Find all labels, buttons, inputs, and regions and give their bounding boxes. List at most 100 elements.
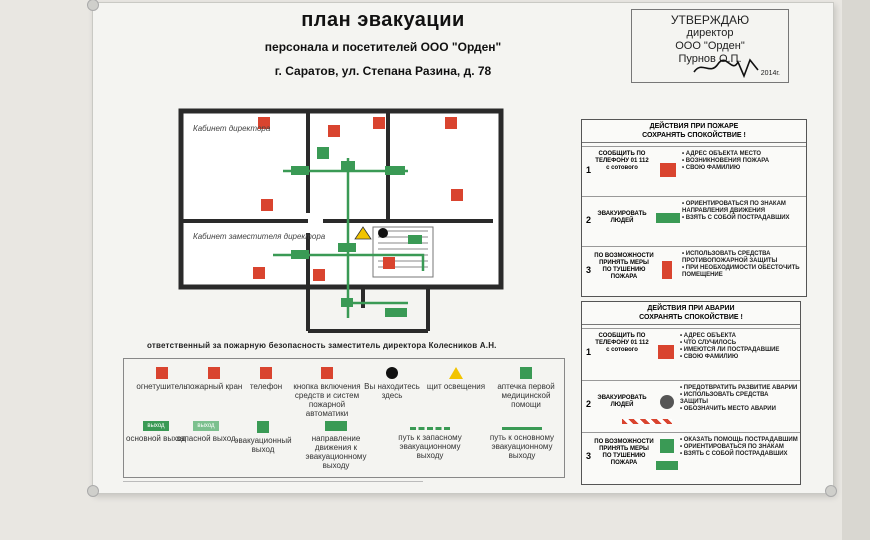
row-number: 3 <box>586 451 592 461</box>
evacuation-plan-poster: план эвакуации персонала и посетителей О… <box>87 0 837 497</box>
row-steps: • АДРЕС ОБЪЕКТА МЕСТО • ВОЗНИКНОВЕНИЯ ПО… <box>682 151 802 172</box>
fire-row: 3 ПО ВОЗМОЖНОСТИ ПРИНЯТЬ МЕРЫ ПО ТУШЕНИЮ… <box>582 246 806 297</box>
fire-extinguisher-icon <box>662 261 672 279</box>
main-exit-icon: выход <box>143 421 169 431</box>
approval-position: директор <box>686 27 734 39</box>
you-are-here-icon <box>386 367 398 379</box>
fire-extinguisher-icon <box>156 367 168 379</box>
row-steps: • ОКАЗАТЬ ПОМОЩЬ ПОСТРАДАВШИМ • ОРИЕНТИР… <box>680 437 798 458</box>
step: • ВЗЯТЬ С СОБОЙ ПОСТРАДАВШИХ <box>682 215 790 221</box>
legend-label: кнопка включения средств и систем пожарн… <box>293 382 361 418</box>
evac-exit-icon <box>257 421 269 433</box>
stairs <box>372 226 434 278</box>
fire-actions-title: ДЕЙСТВИЯ ПРИ ПОЖАРЕ СОХРАНЯТЬ СПОКОЙСТВИ… <box>582 120 806 143</box>
row-steps: • АДРЕС ОБЪЕКТА • ЧТО СЛУЧИЛОСЬ • ИМЕЮТС… <box>680 333 798 361</box>
legend-fire-hose: пожарный кран <box>182 367 246 391</box>
row-action: СООБЩИТЬ ПО ТЕЛЕФОНУ 01 112 с сотового <box>595 151 649 171</box>
legend-label: запасной выход <box>176 434 236 443</box>
legend-evac-exit: эвакуационный выход <box>228 421 298 454</box>
row-steps: • ПРЕДОТВРАТИТЬ РАЗВИТИЕ АВАРИИ • ИСПОЛЬ… <box>680 385 798 413</box>
step: • ЧТО СЛУЧИЛОСЬ <box>680 340 737 346</box>
step: • ВОЗНИКНОВЕНИЯ ПОЖАРА <box>682 158 770 164</box>
step: • ИСПОЛЬЗОВАТЬ СРЕДСТВА <box>682 251 771 257</box>
step: • ИМЕЮТСЯ ЛИ ПОСТРАДАВШИЕ <box>680 347 780 353</box>
reserve-exit-icon: выход <box>193 421 219 431</box>
exit-sign-markers <box>291 147 422 317</box>
exit-sign-icon <box>656 461 678 470</box>
pin-icon <box>87 485 99 497</box>
row-action: ЭВАКУИРОВАТЬ ЛЮДЕЙ <box>597 211 647 224</box>
legend-reserve-exit: выход запасной выход <box>174 421 238 443</box>
legend-label: Вы находитесь здесь <box>364 382 420 400</box>
responsible-person: ответственный за пожарную безопасность з… <box>147 341 497 350</box>
room-label-deputy: Кабинет заместителя директора <box>193 232 326 241</box>
step: НАПРАВЛЕНИЯ ДВИЖЕНИЯ <box>682 208 766 214</box>
main-path-icon <box>502 427 542 430</box>
alarm-button-icon <box>321 367 333 379</box>
step: • ИСПОЛЬЗОВАТЬ СРЕДСТВА ЗАЩИТЫ <box>680 392 769 405</box>
legend: огнетушитель пожарный кран телефон кнопк… <box>123 358 565 478</box>
first-aid-icon <box>520 367 532 379</box>
step: • СВОЮ ФАМИЛИЮ <box>682 165 741 171</box>
gas-mask-icon <box>660 395 674 409</box>
step: • ОРИЕНТИРОВАТЬСЯ ПО ЗНАКАМ <box>682 201 786 207</box>
pin-icon <box>87 0 99 11</box>
fire-actions-panel: ДЕЙСТВИЯ ПРИ ПОЖАРЕ СОХРАНЯТЬ СПОКОЙСТВИ… <box>581 119 807 297</box>
legend-label: путь к основному эвакуационному выходу <box>489 433 555 460</box>
wall-edge <box>842 0 870 540</box>
accident-title: ДЕЙСТВИЯ ПРИ АВАРИИ <box>647 305 735 312</box>
you-are-here-icon <box>378 228 388 238</box>
approval-company: ООО "Орден" <box>675 40 745 52</box>
pin-icon <box>825 485 837 497</box>
legend-reserve-path: путь к запасному эвакуационному выходу <box>392 421 468 460</box>
legend-alarm-button: кнопка включения средств и систем пожарн… <box>290 367 364 418</box>
fire-equipment-markers <box>253 117 463 281</box>
plan-address: г. Саратов, ул. Степана Разина, д. 78 <box>274 64 492 78</box>
row-action: СООБЩИТЬ ПО ТЕЛЕФОНУ 01 112 с сотового <box>595 333 649 353</box>
row-number: 2 <box>586 215 592 225</box>
row-action: ЭВАКУИРОВАТЬ ЛЮДЕЙ <box>597 395 647 408</box>
legend-phone: телефон <box>234 367 298 391</box>
phone-icon <box>260 367 272 379</box>
legend-lighting-panel: щит освещения <box>424 367 488 391</box>
step: • ОРИЕНТИРОВАТЬСЯ ПО ЗНАКАМ <box>680 444 784 450</box>
title-block: план эвакуации персонала и посетителей О… <box>233 9 533 78</box>
exit-sign-icon <box>656 213 680 223</box>
step: • ВЗЯТЬ С СОБОЙ ПОСТРАДАВШИХ <box>680 451 788 457</box>
row-number: 2 <box>586 399 592 409</box>
legend-main-exit: выход основной выход <box>124 421 188 443</box>
accident-row: 1 СООБЩИТЬ ПО ТЕЛЕФОНУ 01 112 с сотового… <box>582 328 800 381</box>
step: • АДРЕС ОБЪЕКТА <box>680 333 737 339</box>
first-aid-icon <box>660 439 674 453</box>
step: • ОКАЗАТЬ ПОМОЩЬ ПОСТРАДАВШИМ <box>680 437 798 443</box>
legend-label: телефон <box>249 382 283 391</box>
plan-title: план эвакуации <box>301 9 465 31</box>
step: • ОБОЗНАЧИТЬ МЕСТО АВАРИИ <box>680 406 776 412</box>
legend-label: путь к запасному эвакуационному выходу <box>398 433 462 460</box>
legend-label: эвакуационный выход <box>234 436 292 454</box>
fire-hose-icon <box>208 367 220 379</box>
hazard-tape-icon <box>622 419 672 424</box>
legend-first-aid: аптечка первой медицинской помощи <box>490 367 562 409</box>
phone-icon <box>658 345 674 359</box>
row-steps: • ИСПОЛЬЗОВАТЬ СРЕДСТВА ПРОТИВОПОЖАРНОЙ … <box>682 251 802 279</box>
fire-title: ДЕЙСТВИЯ ПРИ ПОЖАРЕ <box>649 123 739 130</box>
legend-you-are-here: Вы находитесь здесь <box>360 367 424 400</box>
phone-icon <box>660 163 676 177</box>
accident-row: 2 ЭВАКУИРОВАТЬ ЛЮДЕЙ • ПРЕДОТВРАТИТЬ РАЗ… <box>582 380 800 433</box>
signature-icon <box>693 58 759 78</box>
footer-rule <box>123 481 423 482</box>
approval-stamp: УТВЕРЖДАЮ директор ООО "Орден" Пурнов О.… <box>631 9 789 83</box>
accident-actions-title: ДЕЙСТВИЯ ПРИ АВАРИИ СОХРАНЯТЬ СПОКОЙСТВИ… <box>582 302 800 325</box>
legend-label: огнетушитель <box>136 382 188 391</box>
legend-label: щит освещения <box>426 382 486 391</box>
row-number: 1 <box>586 347 592 357</box>
row-action: ПО ВОЗМОЖНОСТИ ПРИНЯТЬ МЕРЫ ПО ТУШЕНИЮ П… <box>594 439 654 466</box>
step: • СВОЮ ФАМИЛИЮ <box>680 354 739 360</box>
step: • АДРЕС ОБЪЕКТА МЕСТО <box>682 151 762 157</box>
floor-plan: Кабинет директора Кабинет заместителя ди… <box>178 108 504 333</box>
fire-subtitle: СОХРАНЯТЬ СПОКОЙСТВИЕ ! <box>642 132 746 139</box>
accident-subtitle: СОХРАНЯТЬ СПОКОЙСТВИЕ ! <box>639 314 743 321</box>
approval-year: 2014г. <box>760 70 780 77</box>
warning-icon <box>449 367 463 379</box>
